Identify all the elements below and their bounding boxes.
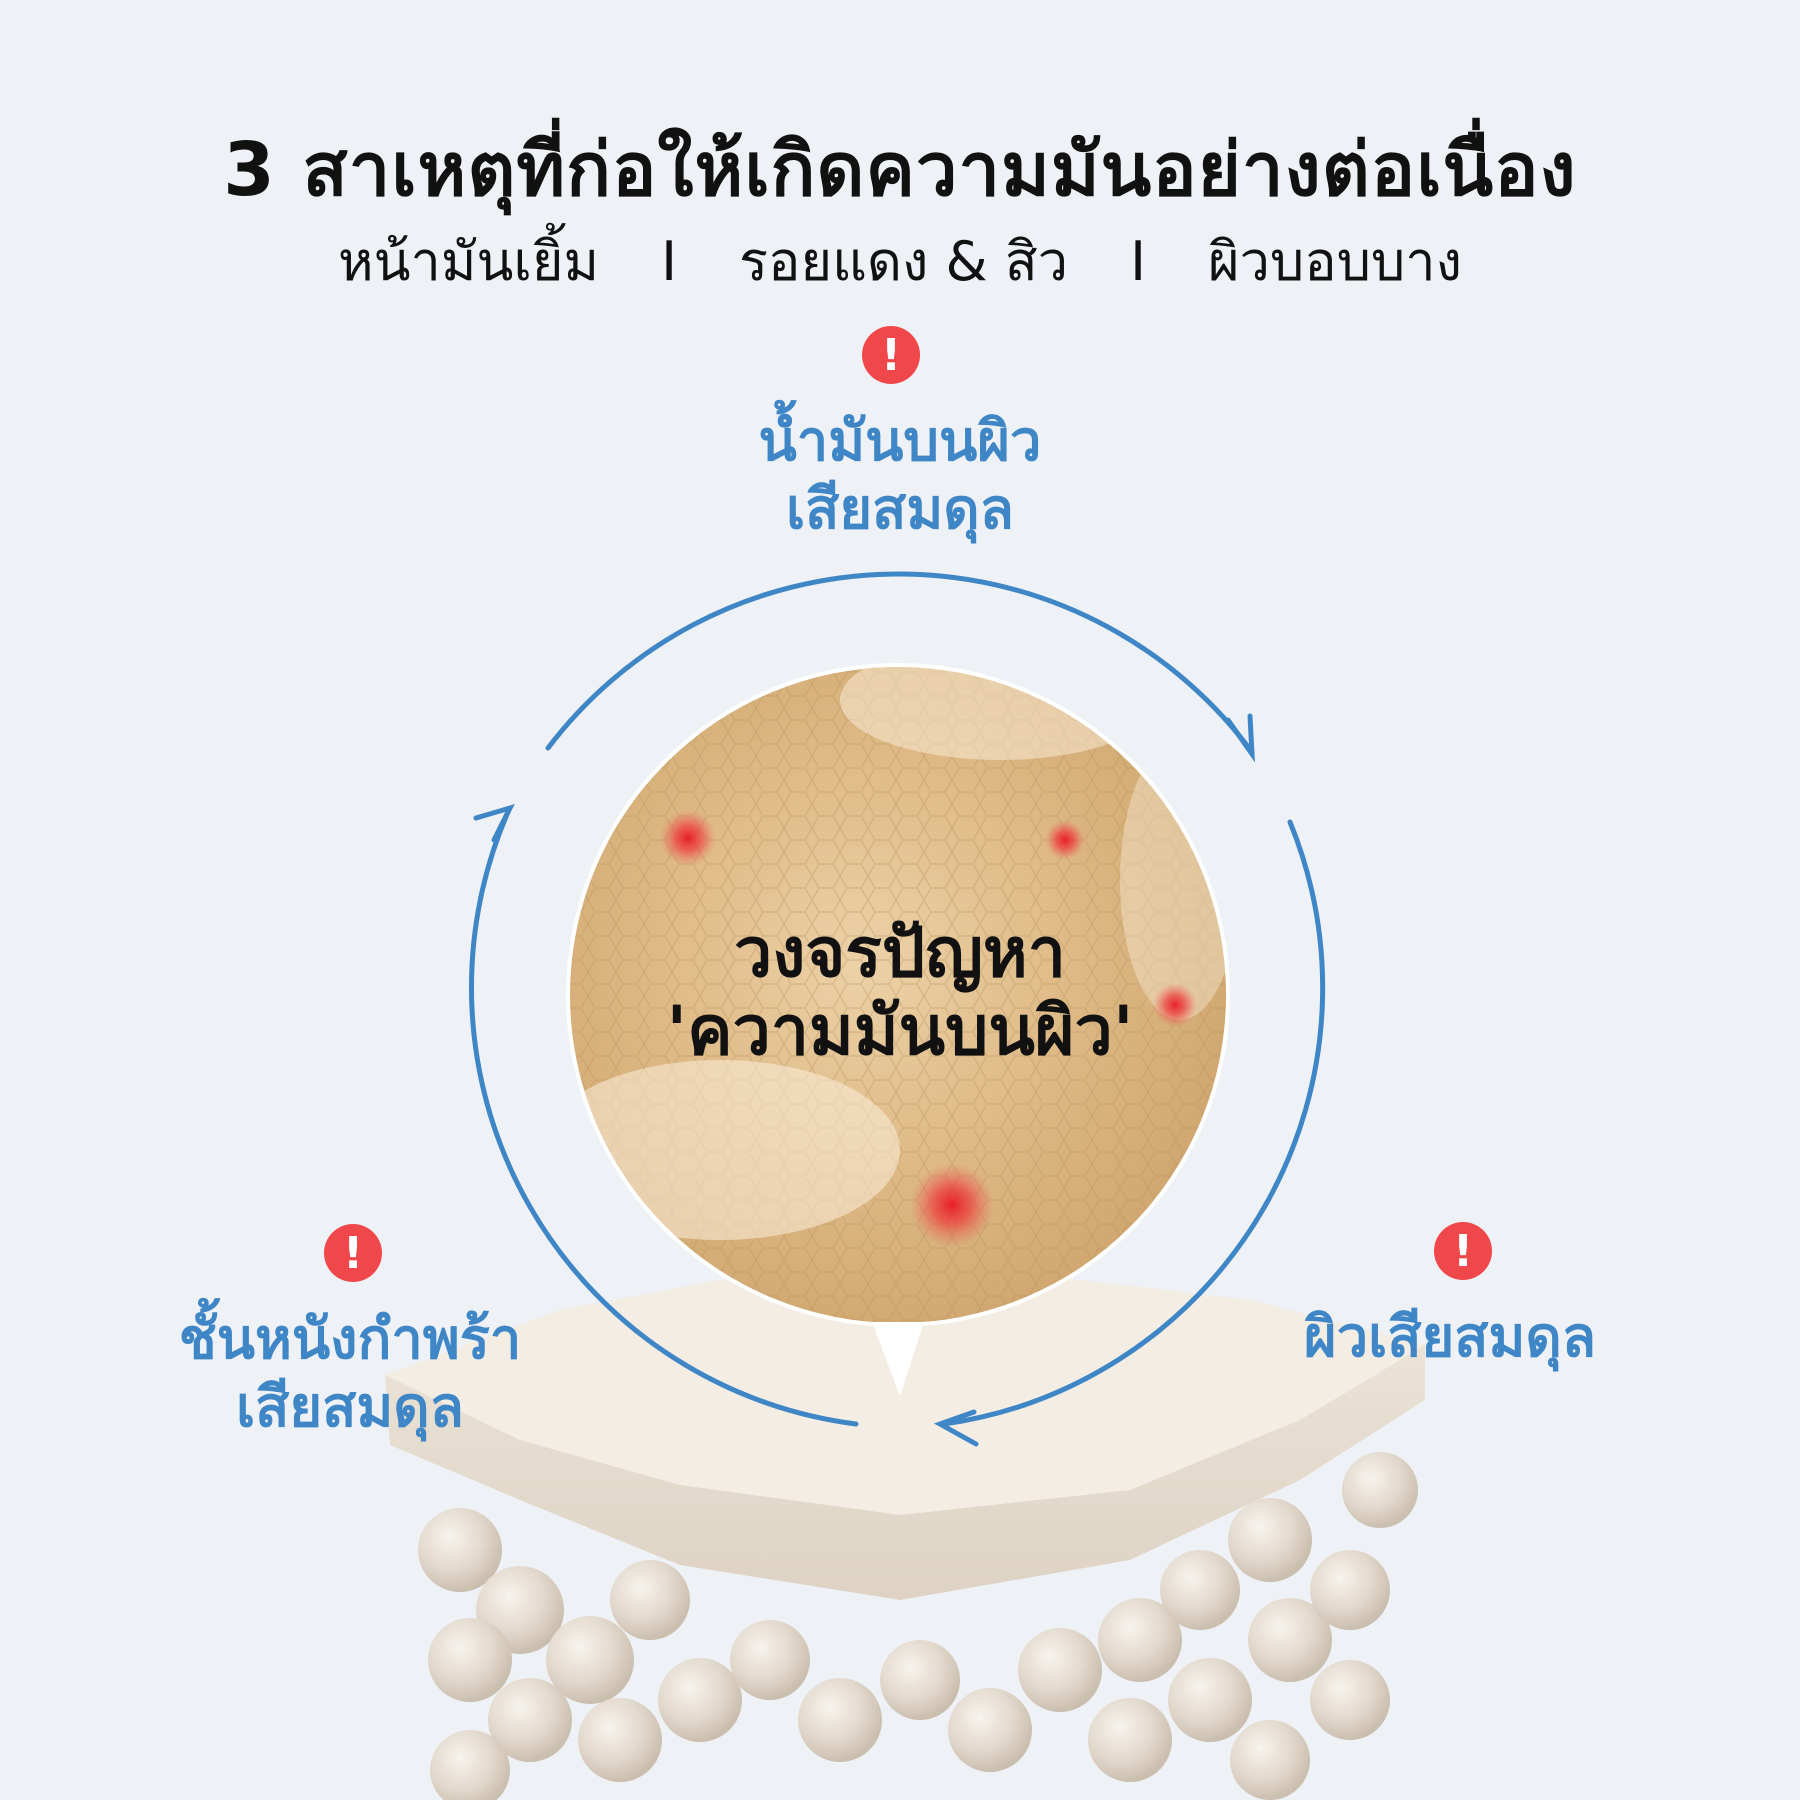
cause-label-top: น้ำมันบนผิว เสียสมดุล: [650, 408, 1150, 544]
subtitle-separator: I: [1130, 229, 1147, 293]
center-label-line: 'ความมันบนผิว': [666, 992, 1134, 1071]
cause-label-line: เสียสมดุล: [786, 477, 1014, 542]
subtitle-item: รอยแดง & สิว: [739, 230, 1069, 293]
sebaceous-beads-illustration: [418, 1452, 1418, 1800]
warning-icon: !: [1434, 1222, 1492, 1280]
cycle-center-label: วงจรปัญหา 'ความมันบนผิว': [575, 915, 1225, 1071]
subtitle-row: หน้ามันเยิ้ม I รอยแดง & สิว I ผิวบอบบาง: [0, 218, 1800, 304]
subtitle-item: ผิวบอบบาง: [1208, 230, 1462, 293]
center-label-line: วงจรปัญหา: [734, 914, 1066, 993]
subtitle-separator: I: [661, 229, 678, 293]
magnified-skin-circle: [566, 663, 1230, 1396]
page-title: 3 สาเหตุที่ก่อให้เกิดความมันอย่างต่อเนื่…: [223, 127, 1577, 213]
cycle-arrow-icon: [469, 571, 1326, 1447]
subtitle-item: หน้ามันเยิ้ม: [338, 230, 600, 293]
cause-label-line: ผิวเสียสมดุล: [1303, 1305, 1597, 1370]
cause-label-line: น้ำมันบนผิว: [758, 409, 1042, 474]
epidermis-slab-illustration: [385, 1268, 1425, 1600]
cause-label-line: ชั้นหนังกำพร้า: [178, 1307, 522, 1372]
warning-icon: !: [324, 1224, 382, 1282]
cause-label-right: ผิวเสียสมดุล: [1250, 1304, 1650, 1372]
cause-label-line: เสียสมดุล: [236, 1375, 464, 1440]
cause-label-left: ชั้นหนังกำพร้า เสียสมดุล: [120, 1306, 580, 1442]
warning-icon: !: [862, 326, 920, 384]
